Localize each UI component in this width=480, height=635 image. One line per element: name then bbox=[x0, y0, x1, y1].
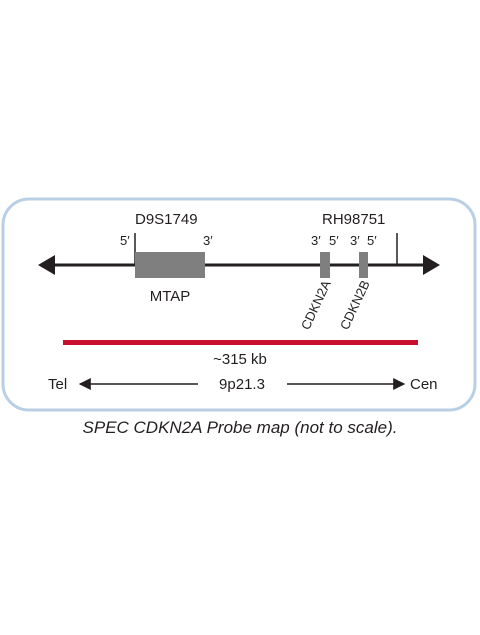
mtap-gene-box bbox=[135, 252, 205, 278]
probe-size-label: ~315 kb bbox=[213, 351, 267, 368]
cdkn2a-gene-box bbox=[320, 252, 330, 278]
right-arrowhead-icon bbox=[423, 255, 440, 275]
cdkn2b-5prime-label: 5′ bbox=[367, 233, 377, 248]
cdkn2b-gene-box bbox=[359, 252, 368, 278]
mtap-gene-label: MTAP bbox=[150, 288, 191, 305]
mtap-5prime-label: 5′ bbox=[120, 233, 130, 248]
figure-caption: SPEC CDKN2A Probe map (not to scale). bbox=[83, 418, 398, 437]
diagram-frame bbox=[1, 197, 477, 412]
left-arrowhead-icon bbox=[38, 255, 55, 275]
tel-label: Tel bbox=[48, 376, 67, 393]
probe-bar bbox=[63, 340, 418, 345]
cdkn2b-3prime-label: 3′ bbox=[350, 233, 360, 248]
cdkn2a-5prime-label: 5′ bbox=[329, 233, 339, 248]
cen-label: Cen bbox=[410, 376, 438, 393]
band-label: 9p21.3 bbox=[219, 376, 265, 393]
d9s1749-label: D9S1749 bbox=[135, 211, 198, 228]
mtap-3prime-label: 3′ bbox=[203, 233, 213, 248]
cdkn2a-3prime-label: 3′ bbox=[311, 233, 321, 248]
rh98751-label: RH98751 bbox=[322, 211, 385, 228]
